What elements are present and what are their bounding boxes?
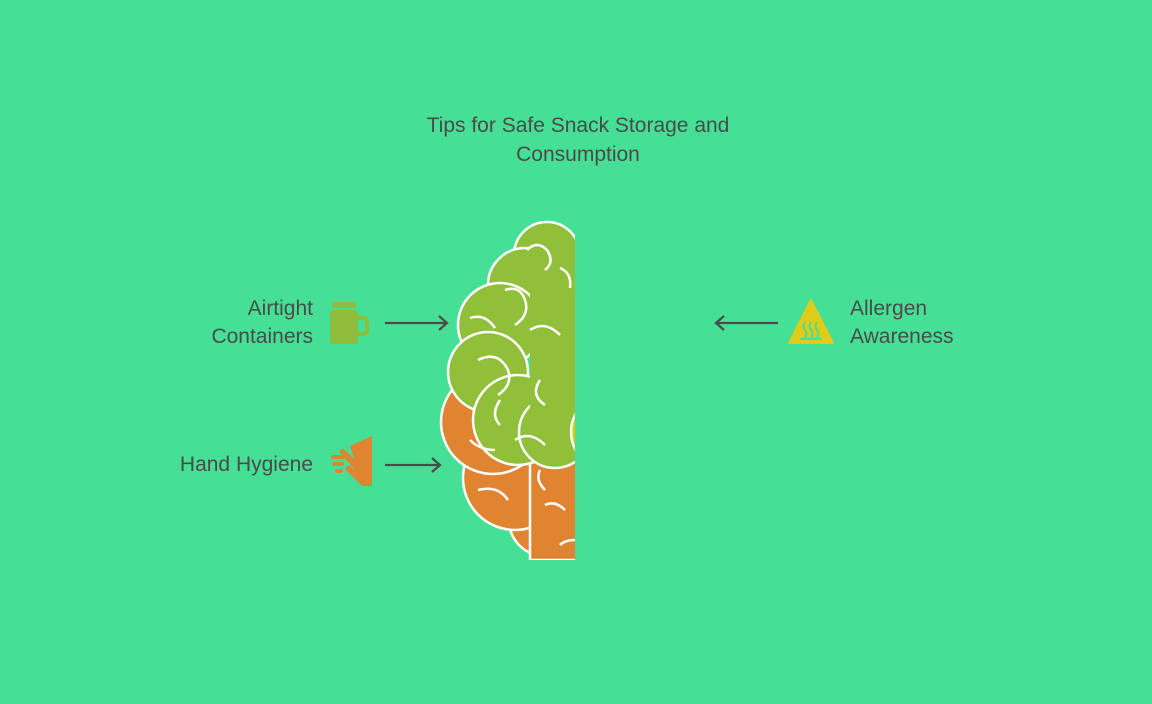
label-allergen-awareness: Allergen Awareness — [850, 295, 954, 351]
arrow-right — [385, 457, 442, 473]
title-line-1: Tips for Safe Snack Storage and — [426, 114, 730, 137]
label-line: Airtight — [247, 297, 313, 320]
arrows — [385, 315, 778, 473]
diagram-title: Tips for Safe Snack Storage and Consumpt… — [0, 111, 1152, 169]
title-line-2: Consumption — [516, 143, 640, 166]
arrow-left — [714, 315, 778, 331]
hand-washing-icon — [331, 436, 372, 486]
label-line: Allergen — [850, 297, 928, 320]
label-line: Hand Hygiene — [179, 453, 313, 476]
brain-right-hemisphere — [569, 394, 575, 470]
label-hand-hygiene: Hand Hygiene — [180, 451, 313, 479]
label-line: Awareness — [850, 325, 954, 348]
label-airtight-containers: Airtight Containers — [211, 295, 313, 351]
label-line: Containers — [211, 325, 313, 348]
warning-heat-icon — [788, 299, 834, 344]
brain-left-hemisphere — [439, 220, 575, 560]
mug-icon — [330, 302, 369, 344]
arrow-right — [385, 315, 449, 331]
